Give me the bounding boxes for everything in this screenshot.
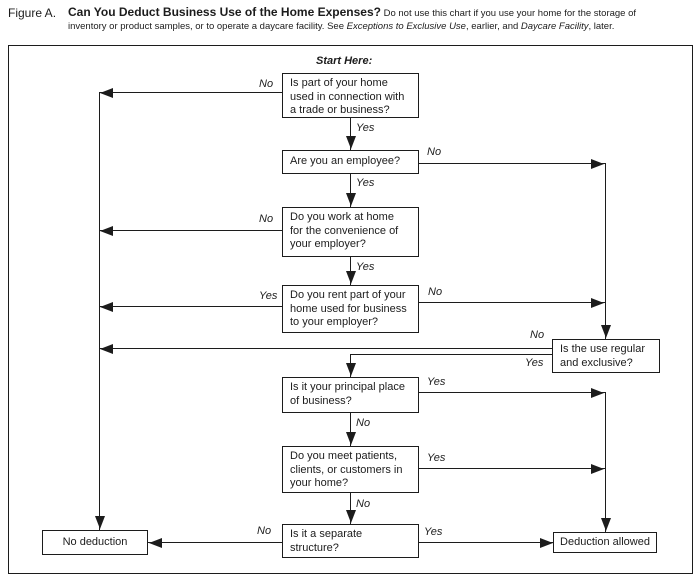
arrow-q8-yes-icon	[540, 538, 553, 548]
question-line: Do you rent part of your	[290, 289, 406, 301]
edge-label-q6-yes: Yes	[427, 376, 446, 388]
arrow-q7-no-icon	[346, 510, 356, 523]
flowchart-border	[8, 45, 693, 574]
outcome-box-no-deduction: No deduction	[42, 530, 148, 555]
question-line: Do you work at home	[290, 211, 394, 223]
line-q5-yes-horizontal	[350, 354, 552, 355]
figure-note-line2: inventory or product samples, or to oper…	[68, 20, 347, 32]
edge-label-q3-yes: Yes	[356, 261, 375, 273]
question-box-separate-structure: Is it a separate structure?	[282, 524, 419, 558]
line-q3-no	[100, 230, 282, 231]
line-q6-no	[350, 413, 351, 446]
edge-label-q4-no: No	[428, 286, 443, 298]
question-line: of business?	[290, 394, 352, 407]
arrow-q6-no-icon	[346, 432, 356, 445]
question-line: Is part of your home	[290, 77, 388, 89]
question-line: Do you meet patients,	[290, 450, 398, 462]
edge-label-q5-no: No	[530, 329, 545, 341]
line-q7-yes	[419, 468, 605, 469]
figure-note-mid: , earlier, and	[465, 20, 521, 32]
arrow-q4-yes-icon	[100, 302, 113, 312]
outcome-box-deduction-allowed: Deduction allowed	[553, 532, 657, 553]
arrow-q8-no-icon	[149, 538, 162, 548]
question-line: Is it a separate	[290, 528, 363, 540]
edge-label-q4-yes: Yes	[259, 290, 278, 302]
question-box-rent-to-employer: Do you rent part of your home used for b…	[282, 285, 419, 333]
question-line: clients, or customers in	[290, 463, 403, 476]
edge-label-q3-no: No	[259, 213, 274, 225]
line-q7-no	[350, 493, 351, 524]
arrow-q4-no-icon	[591, 298, 604, 308]
line-q1-yes	[350, 118, 351, 150]
figure-label: Figure A.	[8, 6, 57, 20]
arrow-q7-yes-icon	[591, 464, 604, 474]
line-left-spine	[99, 92, 100, 530]
arrow-q5-yes-icon	[346, 363, 356, 376]
line-q5-no	[100, 348, 552, 349]
line-q8-yes	[419, 542, 553, 543]
line-q6-yes	[419, 392, 605, 393]
edge-label-q2-yes: Yes	[356, 177, 375, 189]
question-box-principal-place: Is it your principal place of business?	[282, 377, 419, 413]
question-line: and exclusive?	[560, 356, 633, 369]
figure-note-end: , later.	[588, 20, 615, 32]
arrow-q2-no-icon	[591, 159, 604, 169]
edge-label-q5-yes: Yes	[525, 357, 544, 369]
arrow-q5-no-icon	[100, 344, 113, 354]
question-box-meet-patients: Do you meet patients, clients, or custom…	[282, 446, 419, 493]
line-q1-no	[100, 92, 282, 93]
question-line: used in connection with	[290, 90, 405, 103]
arrow-into-regular-exclusive-icon	[601, 325, 611, 338]
question-line: home used for business	[290, 302, 407, 315]
question-box-employee: Are you an employee?	[282, 150, 419, 174]
line-right-spine-upper	[605, 163, 606, 339]
edge-label-q2-no: No	[427, 146, 442, 158]
arrow-into-no-deduction-icon	[95, 516, 105, 529]
question-box-regular-and-exclusive: Is the use regular and exclusive?	[552, 339, 660, 373]
arrow-q3-yes-icon	[346, 271, 356, 284]
start-here-label: Start Here:	[316, 55, 373, 67]
arrow-q1-yes-icon	[346, 136, 356, 149]
figure-note-line1: Do not use this chart if you use your ho…	[383, 8, 637, 19]
question-line: structure?	[290, 541, 339, 554]
figure-note-ref1: Exceptions to Exclusive Use	[346, 20, 466, 32]
line-right-spine-lower	[605, 392, 606, 532]
question-box-trade-or-business: Is part of your home used in connection …	[282, 73, 419, 118]
figure-note-ref2: Daycare Facility	[520, 20, 589, 32]
edge-label-q1-yes: Yes	[356, 122, 375, 134]
edge-label-q6-no: No	[356, 417, 371, 429]
line-q4-yes	[100, 306, 282, 307]
arrow-into-deduction-allowed-icon	[601, 518, 611, 531]
figure-caption: Can You Deduct Business Use of the Home …	[68, 6, 696, 33]
figure-title: Can You Deduct Business Use of the Home …	[68, 5, 381, 19]
arrow-q3-no-icon	[100, 226, 113, 236]
question-line: your home?	[290, 477, 349, 489]
arrow-q2-yes-icon	[346, 193, 356, 206]
line-q2-no	[419, 163, 605, 164]
edge-label-q7-yes: Yes	[427, 452, 446, 464]
question-box-convenience-of-employer: Do you work at home for the convenience …	[282, 207, 419, 257]
line-q8-no	[148, 542, 282, 543]
edge-label-q7-no: No	[356, 498, 371, 510]
question-line: for the convenience of	[290, 224, 399, 237]
line-q4-no	[419, 302, 605, 303]
line-q2-yes	[350, 174, 351, 207]
question-line: Is it your principal place	[290, 381, 405, 393]
question-line: Are you an employee?	[290, 155, 401, 168]
edge-label-q8-yes: Yes	[424, 526, 443, 538]
question-line: your employer?	[290, 238, 366, 250]
edge-label-q8-no: No	[257, 525, 272, 537]
edge-label-q1-no: No	[259, 78, 274, 90]
question-line: Is the use regular	[560, 343, 645, 355]
question-line: to your employer?	[290, 316, 379, 328]
question-line: a trade or business?	[290, 104, 390, 116]
arrow-q6-yes-icon	[591, 388, 604, 398]
arrow-q1-no-icon	[100, 88, 113, 98]
